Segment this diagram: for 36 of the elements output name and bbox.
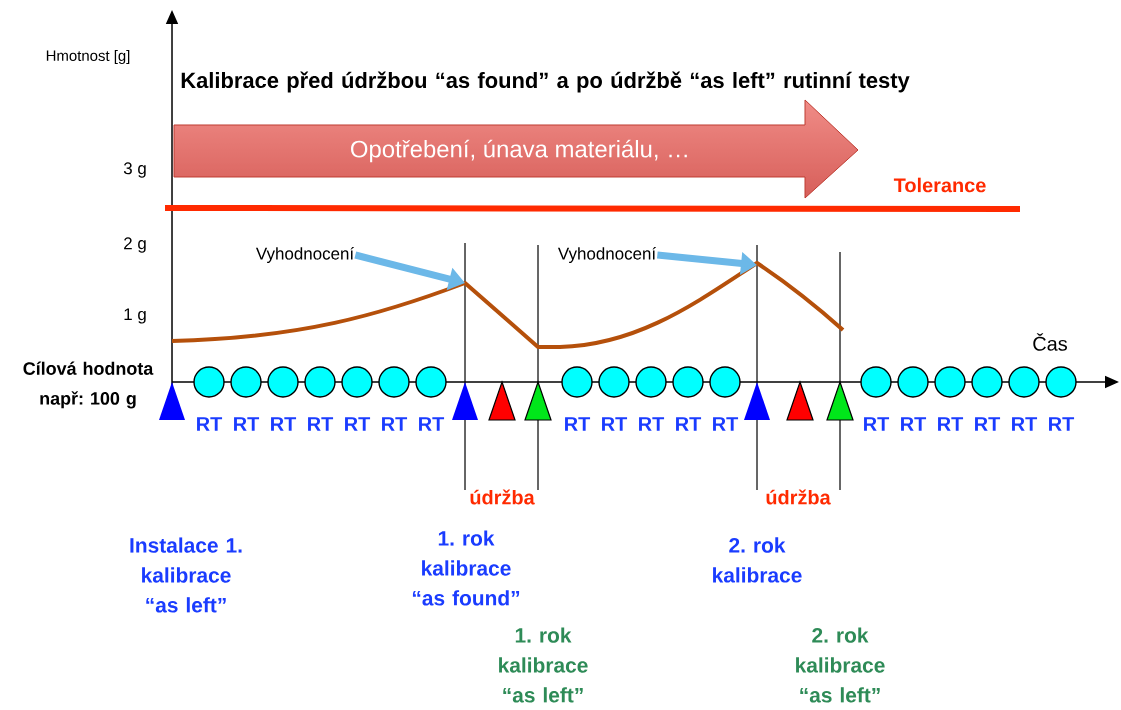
test-label: RT (639, 417, 665, 431)
tick-label: 2 g (124, 237, 146, 253)
calibration-caption: 1. rok kalibrace “as left” (499, 627, 588, 703)
test-label: RT (308, 417, 334, 431)
test-label: RT (975, 417, 1001, 431)
maintenance-label: údržba (470, 489, 535, 505)
annotation-text: Vyhodnocení (255, 247, 355, 263)
calibration-caption: 2. rok kalibrace (713, 537, 802, 583)
test-label: RT (234, 417, 260, 431)
test-label: RT (271, 417, 297, 431)
test-label: RT (1012, 417, 1038, 431)
test-label: RT (676, 417, 702, 431)
calibration-caption: Instalace 1. kalibrace “as left” (130, 537, 242, 613)
test-label: RT (565, 417, 591, 431)
test-label: RT (713, 417, 739, 431)
annotation-text: Vyhodnocení (557, 247, 657, 263)
test-label: RT (864, 417, 890, 431)
maintenance-label: údržba (766, 489, 831, 505)
test-label: RT (1049, 417, 1075, 431)
axis-label: Čas (1033, 333, 1067, 351)
calibration-caption: 1. rok kalibrace “as found” (412, 530, 520, 606)
tick-label: 3 g (123, 162, 146, 178)
calibration-caption: 2. rok kalibrace “as left” (796, 627, 885, 703)
tolerance-label: Tolerance (893, 177, 986, 193)
drift-curve (171, 261, 845, 349)
title: Kalibrace před údržbou “as found” a po údržbě “as left” rutinní testy (181, 71, 910, 93)
tick-label: 1 g (124, 308, 146, 324)
test-label: RT (345, 417, 371, 431)
target-label: Cílová hodnota např: 100 g (23, 361, 154, 409)
test-label: RT (901, 417, 927, 431)
test-label: RT (419, 417, 445, 431)
test-label: RT (602, 417, 628, 431)
test-label: RT (382, 417, 408, 431)
axis-label: Hmotnost [g] (46, 50, 130, 64)
test-label: RT (938, 417, 964, 431)
test-label: RT (197, 417, 223, 431)
